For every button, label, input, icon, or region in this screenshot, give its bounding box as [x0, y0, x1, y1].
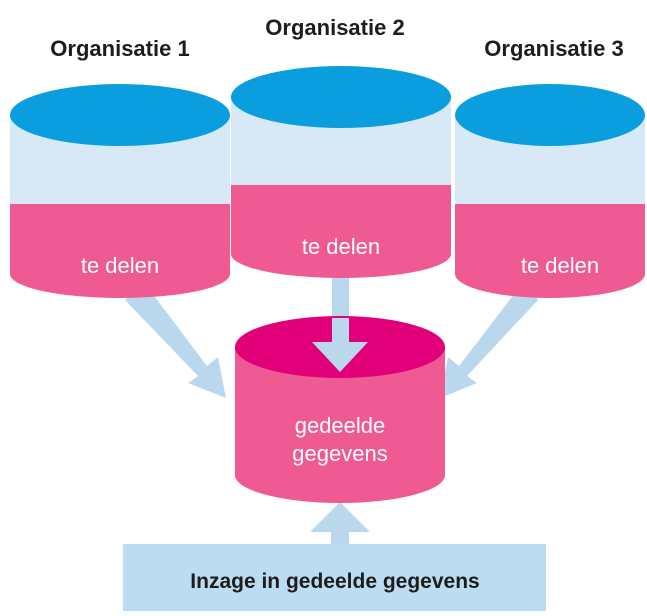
org3-section-label: te delen: [521, 253, 599, 278]
inzage-label: Inzage in gedeelde gegevens: [190, 570, 479, 593]
arrow-org3-to-shared: [440, 293, 538, 398]
shared-database: gedeelde gegevens: [235, 316, 445, 503]
org2-title: Organisatie 2: [265, 15, 404, 40]
org2-top: [231, 66, 451, 128]
org2-database: te delen: [231, 66, 451, 278]
org1-title: Organisatie 1: [50, 36, 189, 61]
shared-label-line2: gegevens: [292, 441, 387, 466]
inzage-box: Inzage in gedeelde gegevens: [123, 544, 546, 611]
shared-label-line1: gedeelde: [295, 413, 386, 438]
org1-database: te delen: [10, 84, 230, 298]
org1-pink-section: [10, 204, 230, 298]
shared-body: [235, 347, 445, 503]
org3-database: te delen: [455, 84, 645, 298]
org2-pink-section: [231, 185, 451, 278]
arrow-org2-head: [312, 318, 368, 372]
org1-top: [10, 84, 230, 146]
org2-section-label: te delen: [302, 234, 380, 259]
org3-top: [455, 84, 645, 146]
org3-pink-section: [455, 204, 645, 298]
arrow-inzage-to-shared: [310, 502, 370, 544]
org1-section-label: te delen: [81, 253, 159, 278]
arrow-org1-to-shared: [125, 293, 226, 398]
inzage-box-bg: [123, 544, 546, 611]
org3-title: Organisatie 3: [484, 36, 623, 61]
